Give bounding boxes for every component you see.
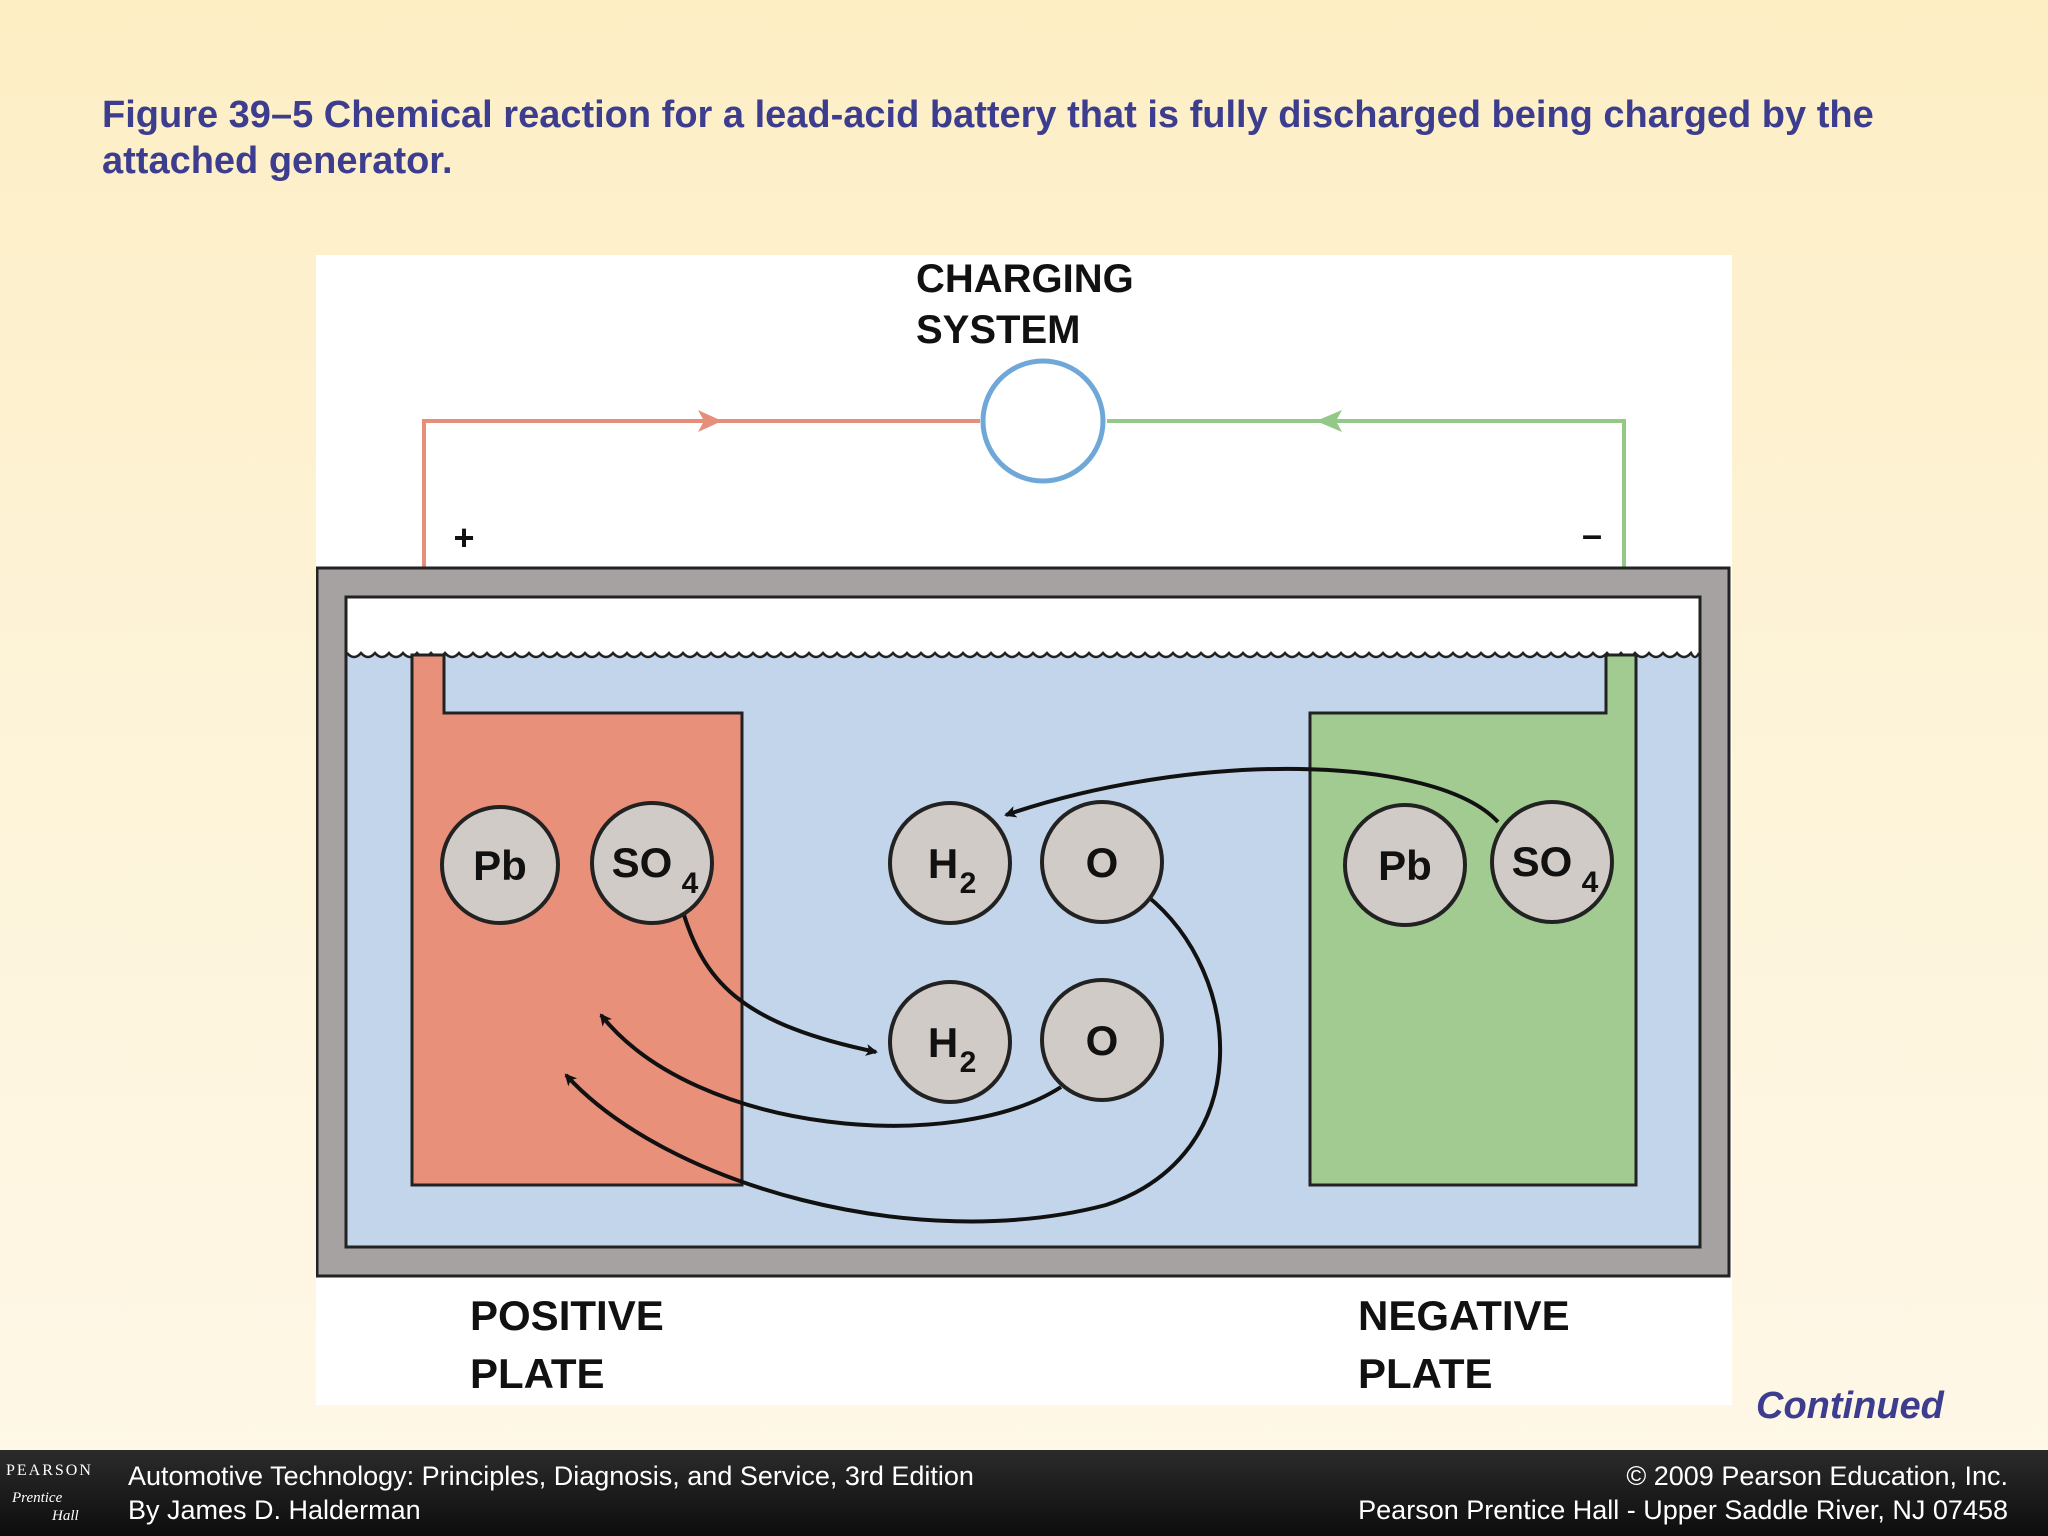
positive-terminal-sign: + (453, 517, 474, 558)
molecule-pb-negative-label: Pb (1378, 842, 1432, 889)
molecule-h2-upper-label: H (928, 840, 958, 887)
footer-copyright: © 2009 Pearson Education, Inc. (1626, 1461, 2008, 1491)
molecule-so4-positive: SO 4 (590, 801, 714, 925)
molecule-so4-positive-subscript: 4 (682, 867, 699, 900)
molecule-h2-lower-subscript: 2 (960, 1046, 977, 1079)
molecule-h2-upper: H 2 (888, 801, 1012, 925)
molecule-pb-positive: Pb (440, 805, 560, 925)
molecule-o-lower-label: O (1086, 1017, 1119, 1064)
footer-publisher: Pearson Prentice Hall - Upper Saddle Riv… (1358, 1495, 2008, 1525)
molecule-pb-positive-label: Pb (473, 842, 527, 889)
battery-diagram-svg: CHARGING SYSTEM + – Pb (316, 257, 1731, 1397)
molecule-so4-positive-label: SO (612, 839, 673, 886)
logo-line3: Hall (52, 1508, 79, 1524)
negative-plate (1308, 653, 1638, 1187)
negative-plate-label-line1: NEGATIVE (1358, 1292, 1570, 1339)
molecule-h2-lower-label: H (928, 1019, 958, 1066)
positive-wire-arrow (698, 410, 722, 432)
footer-bar: PEARSON Prentice Hall Automotive Technol… (0, 1450, 2048, 1536)
footer-book-title: Automotive Technology: Principles, Diagn… (128, 1461, 974, 1491)
molecule-h2-upper-subscript: 2 (960, 867, 977, 900)
electrolyte-surface (346, 650, 1701, 659)
battery-diagram: CHARGING SYSTEM + – Pb (316, 255, 1732, 1405)
negative-terminal-sign: – (1582, 514, 1602, 555)
molecule-o-upper: O (1040, 800, 1164, 924)
molecule-so4-negative-subscript: 4 (1582, 866, 1599, 899)
oxygen-lower-arrow (599, 1013, 1063, 1128)
charging-system-label-line1: CHARGING (916, 257, 1134, 301)
molecule-pb-negative: Pb (1343, 803, 1467, 927)
negative-plate-label-line2: PLATE (1358, 1350, 1493, 1397)
logo-line2: Prentice (12, 1490, 63, 1506)
continued-label: Continued (1756, 1385, 1944, 1427)
so4-to-h2-arrow (1004, 766, 1500, 824)
logo-line1: PEARSON (6, 1462, 93, 1479)
generator-icon (980, 358, 1106, 484)
molecule-o-upper-label: O (1086, 839, 1119, 886)
figure-caption: Figure 39–5 Chemical reaction for a lead… (102, 94, 1874, 182)
footer-author: By James D. Halderman (128, 1495, 421, 1525)
molecule-o-lower: O (1040, 978, 1164, 1102)
so4-to-h2-lower-arrow (682, 914, 878, 1056)
charging-system-label-line2: SYSTEM (916, 308, 1080, 352)
oxygen-upper-arrow (564, 893, 1223, 1224)
negative-wire-arrow (1316, 410, 1342, 432)
positive-plate-label-line2: PLATE (470, 1350, 605, 1397)
pearson-logo: PEARSON Prentice Hall (0, 1460, 100, 1532)
positive-plate-label-line1: POSITIVE (470, 1292, 664, 1339)
molecule-h2-lower: H 2 (888, 980, 1012, 1104)
molecule-so4-negative-label: SO (1512, 838, 1573, 885)
molecule-so4-negative: SO 4 (1490, 800, 1614, 924)
positive-plate (410, 653, 744, 1187)
